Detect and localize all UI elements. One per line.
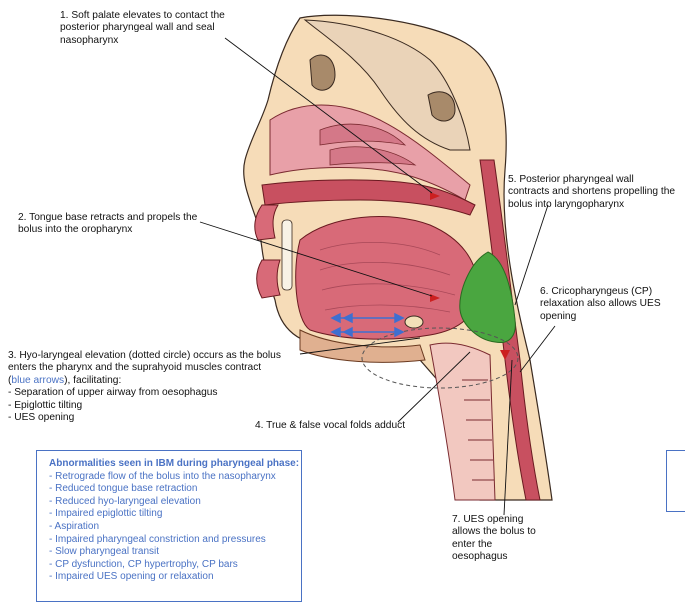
step3-line3-tail: , facilitating: <box>67 375 121 386</box>
list-item: - Slow pharyngeal transit <box>49 546 301 559</box>
list-item: - Aspiration <box>49 521 301 534</box>
teeth <box>282 220 292 290</box>
sinus-1 <box>310 55 335 90</box>
label-posterior-pharyngeal-wall: 5. Posterior pharyngeal wall contracts a… <box>508 174 685 211</box>
step3-bullet: - Epiglottic tilting <box>8 400 338 412</box>
list-item: - Retrograde flow of the bolus into the … <box>49 471 301 484</box>
label-tongue-base: 2. Tongue base retracts and propels the … <box>18 212 228 237</box>
abnormalities-title: Abnormalities seen in IBM during pharyng… <box>49 458 301 471</box>
abnormalities-box: Abnormalities seen in IBM during pharyng… <box>36 450 302 602</box>
step3-blue-arrows-text: blue arrows <box>11 375 64 386</box>
list-item: - CP dysfunction, CP hypertrophy, CP bar… <box>49 559 301 572</box>
step3-line3: (blue arrows), facilitating: <box>8 375 338 387</box>
lower-lip <box>257 260 280 298</box>
step3-line1: 3. Hyo-laryngeal elevation (dotted circl… <box>8 350 338 362</box>
list-item: - Impaired pharyngeal constriction and p… <box>49 534 301 547</box>
step3-line2: enters the pharynx and the suprahyoid mu… <box>8 362 338 374</box>
partial-box-edge <box>666 450 685 512</box>
hyoid-bone <box>405 316 423 328</box>
label-vocal-folds: 4. True & false vocal folds adduct <box>255 420 435 432</box>
label-cricopharyngeus: 6. Cricopharyngeus (CP) relaxation also … <box>540 286 680 323</box>
list-item: - Reduced hyo-laryngeal elevation <box>49 496 301 509</box>
list-item: - Reduced tongue base retraction <box>49 483 301 496</box>
label-ues-opening: 7. UES opening allows the bolus to enter… <box>452 514 542 564</box>
abnormalities-list: - Retrograde flow of the bolus into the … <box>49 471 301 584</box>
list-item: - Impaired epiglottic tilting <box>49 508 301 521</box>
list-item: - Impaired UES opening or relaxation <box>49 571 301 584</box>
label-soft-palate: 1. Soft palate elevates to contact the p… <box>60 10 260 47</box>
larynx <box>430 343 495 500</box>
step3-bullet: - Separation of upper airway from oesoph… <box>8 387 338 399</box>
label-hyo-laryngeal-elevation: 3. Hyo-laryngeal elevation (dotted circl… <box>8 350 338 424</box>
